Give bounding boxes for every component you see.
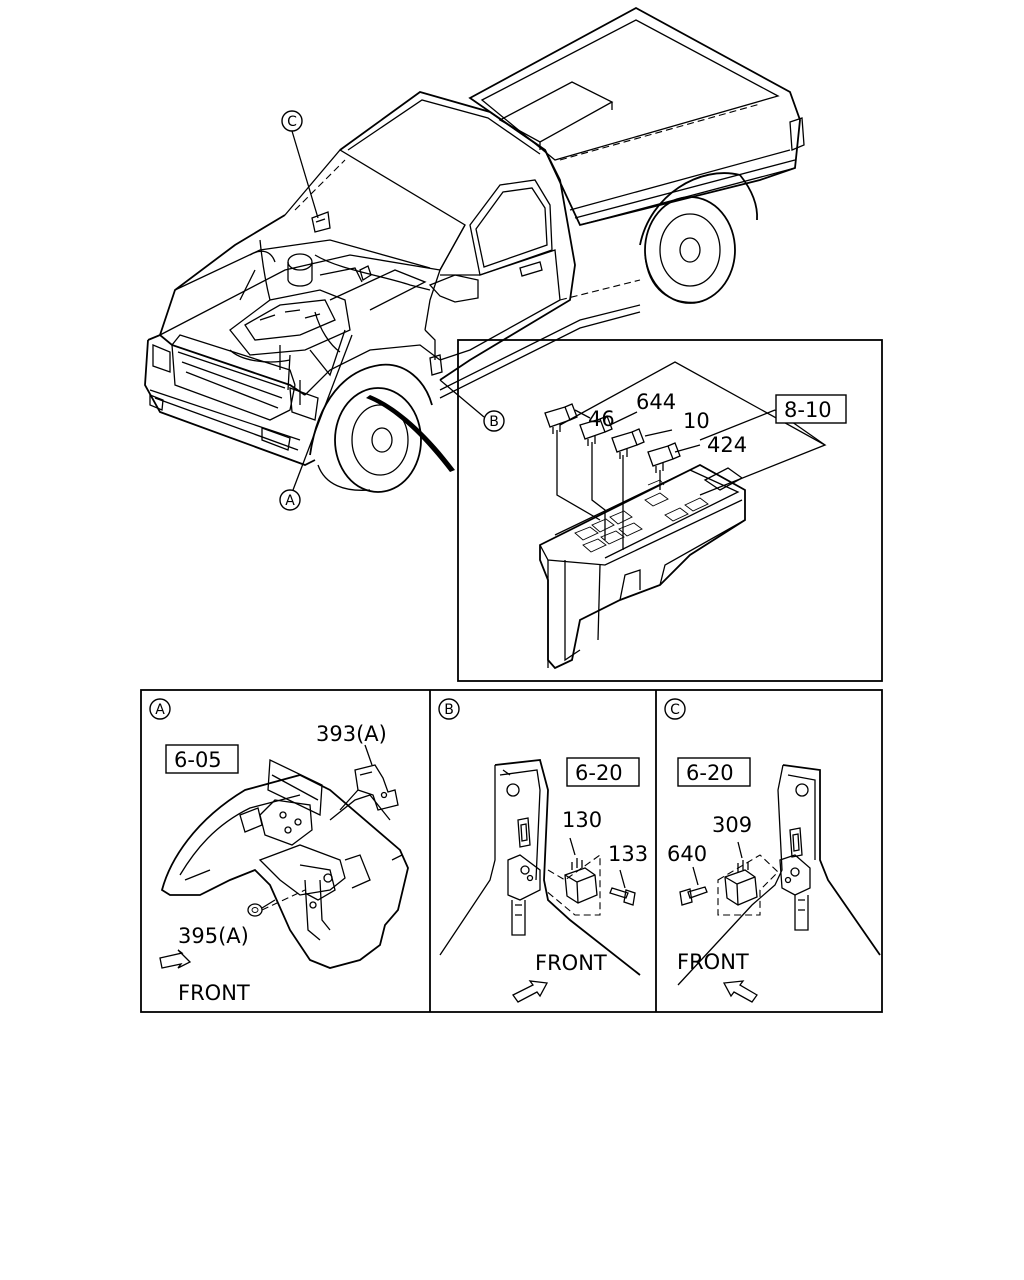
svg-text:6-20: 6-20 (575, 761, 623, 785)
svg-text:A: A (285, 493, 295, 509)
part-46-label: 46 (588, 407, 615, 431)
svg-text:B: B (489, 414, 499, 430)
part-10-label: 10 (683, 409, 710, 433)
ref-box-6-20-b: 6-20 (566, 757, 640, 787)
ref-box-8-10: 8-10 (775, 394, 847, 424)
ref-box-6-05: 6-05 (165, 744, 239, 774)
front-label-b: FRONT (535, 951, 607, 975)
detail-c-panel: C 6-20 309 640 FRONT (664, 698, 881, 1003)
relay-box-inset (457, 339, 883, 682)
detail-b-panel: B 6-20 130 133 FRONT (438, 698, 648, 1003)
svg-text:C: C (670, 702, 680, 718)
ref-box-6-20-c: 6-20 (677, 757, 751, 787)
front-label-a: FRONT (178, 981, 250, 1005)
detail-a-panel: A 6-05 393(A) 395(A) FRONT (149, 698, 409, 1005)
part-640-label: 640 (667, 842, 707, 866)
callout-b: B (439, 379, 505, 432)
part-130-label: 130 (562, 808, 602, 832)
relay-644 (579, 415, 613, 540)
relay-424 (647, 442, 681, 490)
svg-text:B: B (444, 702, 454, 718)
part-309-label: 309 (712, 813, 752, 837)
part-133-label: 133 (608, 842, 648, 866)
callout-a: A (279, 334, 353, 511)
relay-10 (611, 428, 645, 550)
part-395a-label: 395(A) (178, 924, 249, 948)
front-label-c: FRONT (677, 950, 749, 974)
svg-text:6-20: 6-20 (686, 761, 734, 785)
detail-panels-frame (140, 689, 883, 1013)
part-393a-label: 393(A) (316, 722, 387, 746)
svg-text:6-05: 6-05 (174, 748, 222, 772)
svg-text:8-10: 8-10 (784, 398, 832, 422)
svg-text:A: A (155, 702, 165, 718)
part-424-label: 424 (707, 433, 747, 457)
svg-text:C: C (287, 114, 297, 130)
part-644-label: 644 (636, 390, 676, 414)
callout-c: C (281, 110, 319, 219)
relay-46 (544, 403, 601, 521)
